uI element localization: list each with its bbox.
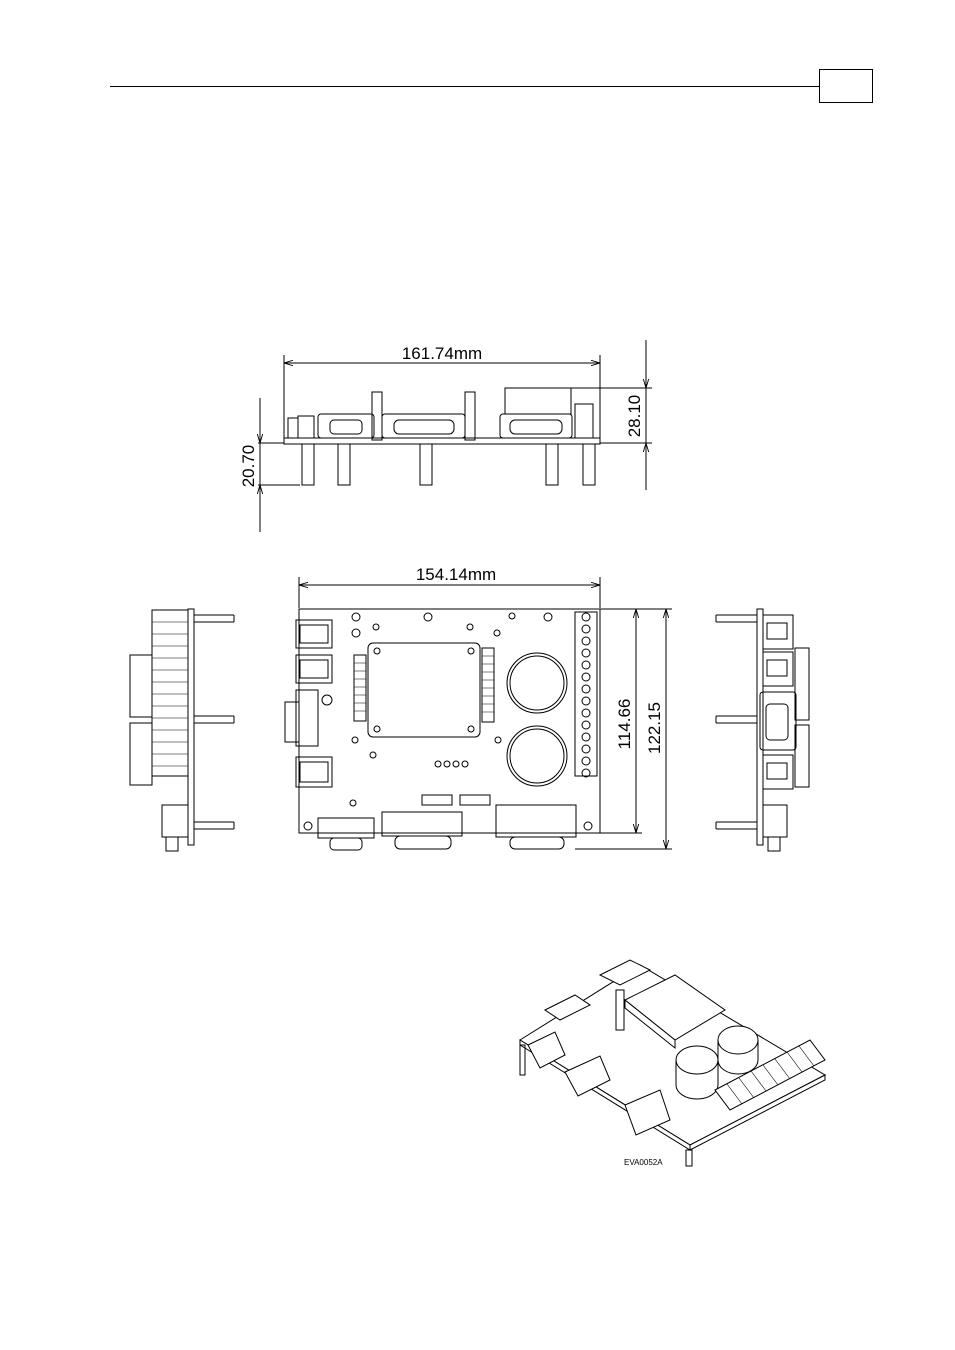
figure-code: EVA0052A: [624, 1158, 663, 1167]
iso-view: EVA0052A: [520, 960, 825, 1167]
left-side-view: [130, 609, 234, 851]
front-width-label: 161.74mm: [402, 344, 482, 363]
front-view: 161.74mm 28.10 20.70: [239, 340, 652, 532]
top-inner-height-label: 114.66: [615, 699, 634, 750]
front-standoff-label: 20.70: [239, 445, 258, 488]
top-outer-height-label: 122.15: [645, 702, 664, 754]
top-width-label: 154.14mm: [416, 565, 496, 584]
top-view: 154.14mm 114.66 122.15: [285, 565, 672, 850]
right-side-view: [716, 609, 809, 851]
front-height-label: 28.10: [625, 395, 644, 438]
